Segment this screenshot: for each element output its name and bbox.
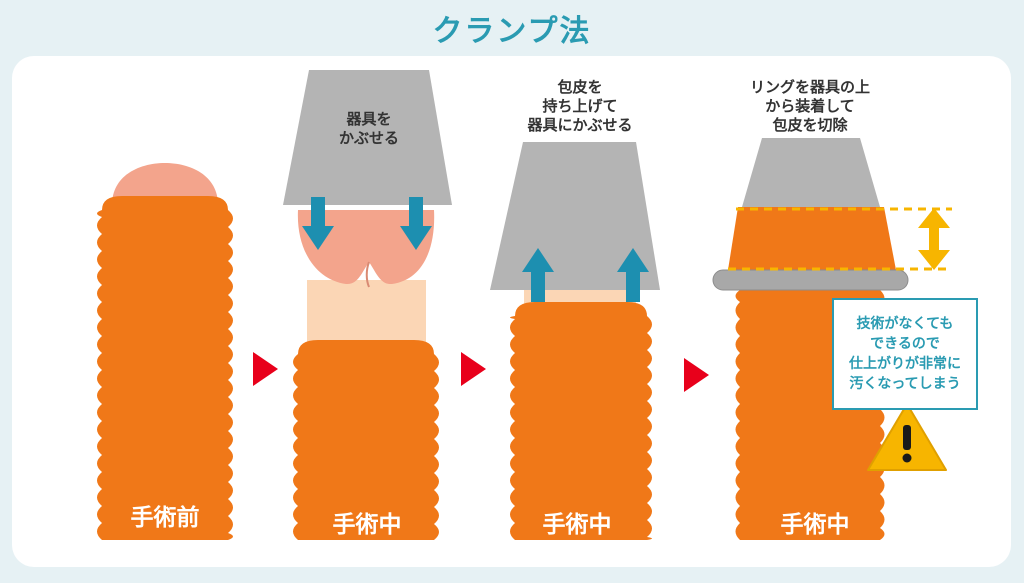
step-arrow-icon (461, 352, 486, 386)
clamp-device (490, 142, 660, 290)
glans (112, 163, 218, 205)
step-arrow-icon (684, 358, 709, 392)
clamp-ring (712, 269, 909, 291)
step-caption: リングを器具の上 から装着して 包皮を切除 (749, 78, 870, 134)
warning-text: 技術がなくても できるので 仕上がりが非常に 汚くなってしまう (849, 316, 961, 392)
step-caption: 器具を かぶせる (338, 110, 399, 147)
up-arrow-icon (522, 248, 554, 302)
double-arrow-icon (918, 208, 950, 270)
shaft (307, 280, 426, 345)
down-arrow-icon (302, 197, 334, 250)
step-caption: 包皮を 持ち上げて 器具にかぶせる (527, 78, 633, 134)
clamp-device (742, 138, 880, 207)
stage-label: 手術中 (780, 512, 850, 538)
stage-label: 手術中 (332, 512, 402, 538)
warning-icon (867, 403, 947, 471)
diagram-title: クランプ法 (432, 14, 592, 49)
stage-label: 手術前 (130, 505, 200, 531)
step-arrow-icon (253, 352, 278, 386)
foreskin-upper (728, 207, 896, 270)
foreskin-body (293, 340, 439, 540)
foreskin-body (510, 302, 652, 540)
clamp-device (283, 70, 452, 205)
up-arrow-icon (617, 248, 649, 302)
warning-box: 技術がなくても できるので 仕上がりが非常に 汚くなってしまう (832, 298, 978, 410)
stage-label: 手術中 (542, 512, 612, 538)
down-arrow-icon (400, 197, 432, 250)
foreskin-body (97, 196, 233, 540)
